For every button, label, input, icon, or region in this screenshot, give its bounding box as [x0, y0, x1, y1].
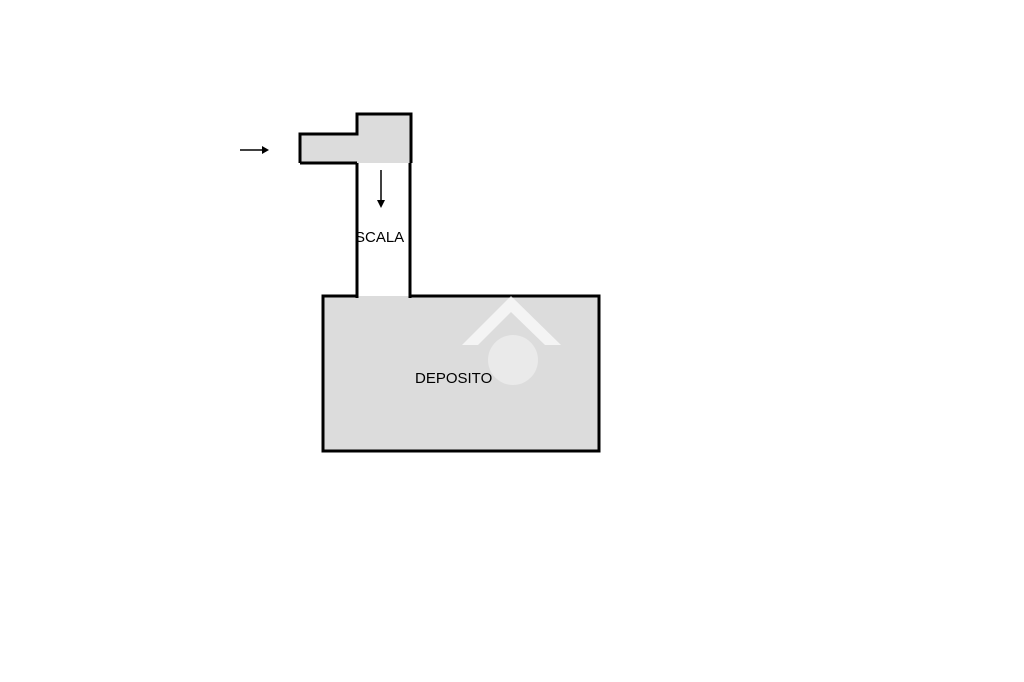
room-deposito	[321, 294, 601, 453]
landing-walls	[298, 112, 413, 163]
room-scala	[355, 163, 412, 298]
deposito-walls	[321, 294, 601, 453]
room-landing	[298, 112, 413, 165]
stair-direction-arrow-icon	[377, 170, 385, 208]
entrance-arrow-icon	[240, 146, 269, 154]
landing-floor	[300, 114, 411, 163]
deposito-floor	[323, 296, 599, 451]
scala-label: SCALA	[355, 229, 404, 246]
deposito-label: DEPOSITO	[415, 370, 492, 387]
watermark-logo-icon	[462, 296, 561, 385]
